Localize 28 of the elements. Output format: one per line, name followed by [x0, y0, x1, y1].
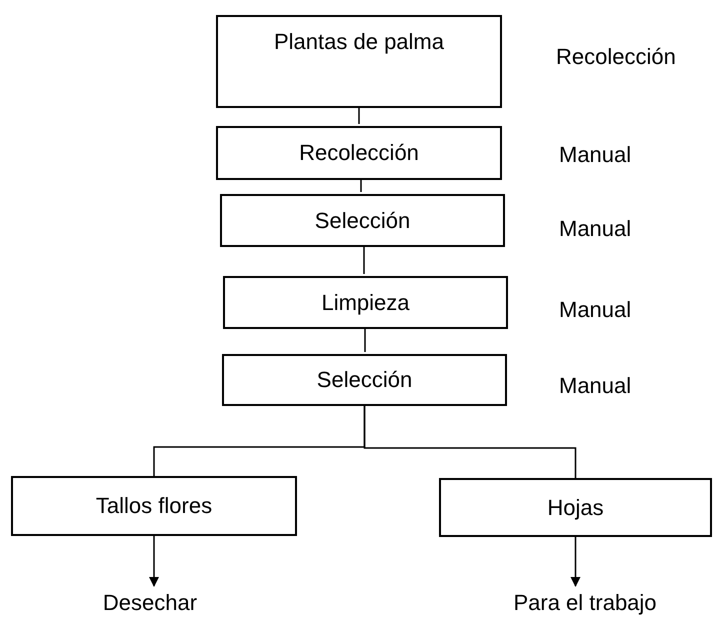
process-box	[216, 15, 502, 108]
process-box	[11, 476, 297, 536]
outcome-text: Para el trabajo	[495, 588, 675, 618]
process-box	[222, 354, 507, 406]
connector-line	[358, 108, 360, 124]
method-note: Manual	[559, 142, 632, 168]
method-note: Recolección	[556, 44, 676, 70]
method-note: Manual	[559, 216, 632, 242]
method-note: Manual	[559, 373, 632, 399]
connector-line	[364, 329, 366, 352]
connector-line	[360, 180, 362, 192]
connector-line	[363, 247, 365, 274]
process-box	[220, 194, 505, 247]
step-label: Tallos flores	[96, 493, 212, 519]
step-label: Recolección	[299, 140, 419, 166]
process-box	[216, 126, 502, 180]
step-label: Hojas	[547, 494, 604, 520]
process-box	[439, 478, 712, 537]
process-box	[223, 276, 508, 329]
step-label: Limpieza	[321, 290, 410, 316]
step-label: Selección	[316, 367, 412, 393]
arrow	[570, 537, 580, 587]
method-note: Manual	[559, 297, 632, 323]
step-label: Selección	[314, 208, 410, 234]
step-label: Plantas de palma	[274, 29, 444, 55]
arrow	[149, 536, 159, 587]
outcome-text: Desechar	[70, 588, 230, 618]
connector-line	[364, 406, 576, 478]
